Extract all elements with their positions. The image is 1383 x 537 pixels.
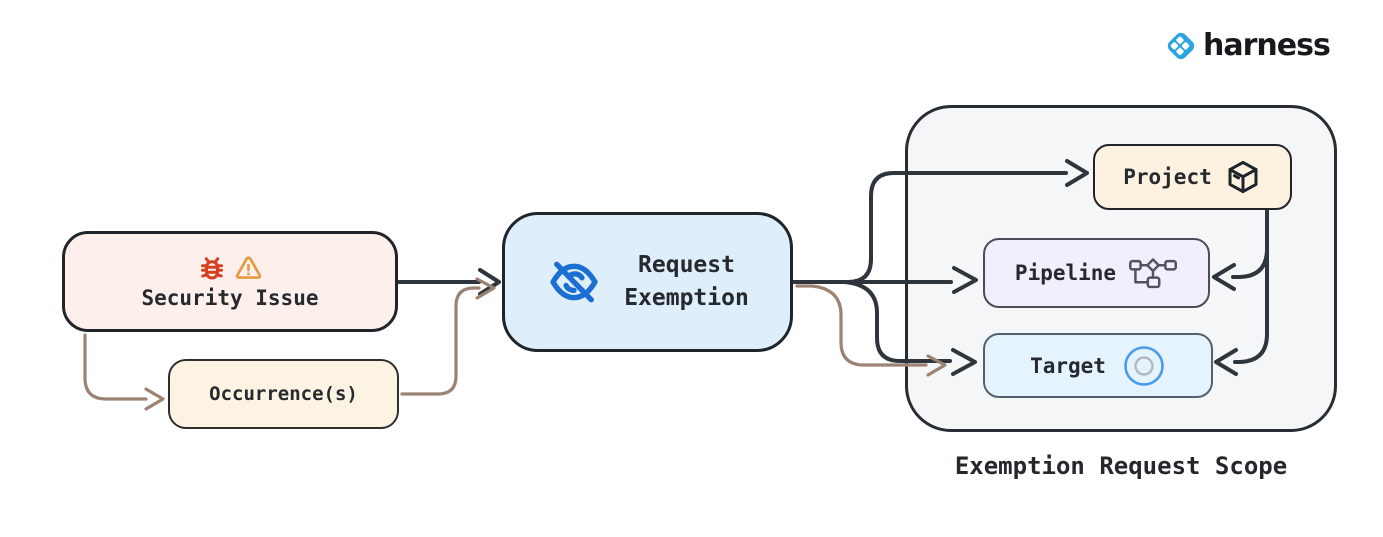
node-target: Target [983, 333, 1213, 398]
target-icon [1122, 344, 1166, 388]
node-pipeline: Pipeline [983, 238, 1210, 308]
warning-icon [234, 254, 263, 283]
node-request-exemption: Request Exemption [502, 212, 793, 352]
security-issue-label: Security Issue [141, 285, 319, 310]
harness-wordmark: harness [1203, 28, 1331, 63]
node-project: Project [1093, 144, 1292, 210]
request-exemption-label-line2: Exemption [624, 285, 749, 311]
target-label: Target [1030, 353, 1106, 378]
edge-occurrences-to-request [400, 286, 481, 396]
request-exemption-label-line1: Request [638, 251, 735, 278]
request-exemption-label: Request Exemption [624, 249, 749, 316]
node-occurrences: Occurrence(s) [168, 359, 399, 429]
bug-icon [197, 254, 227, 284]
project-label: Project [1123, 165, 1212, 189]
pipeline-label: Pipeline [1014, 261, 1117, 285]
occurrences-label: Occurrence(s) [209, 383, 358, 405]
arrowhead [475, 277, 496, 300]
eye-off-icon [546, 254, 602, 310]
harness-diamond-icon [1164, 29, 1198, 63]
pipeline-flow-icon [1128, 257, 1178, 289]
harness-logo: harness [1164, 28, 1331, 63]
arrowhead [144, 387, 165, 411]
exemption-request-scope-label: Exemption Request Scope [954, 452, 1288, 480]
node-security-issue: Security Issue [62, 231, 398, 332]
security-issue-icons [197, 254, 263, 284]
edge-security-to-occurrences [83, 333, 148, 401]
arrowhead [478, 268, 501, 296]
package-cube-icon [1224, 158, 1262, 196]
